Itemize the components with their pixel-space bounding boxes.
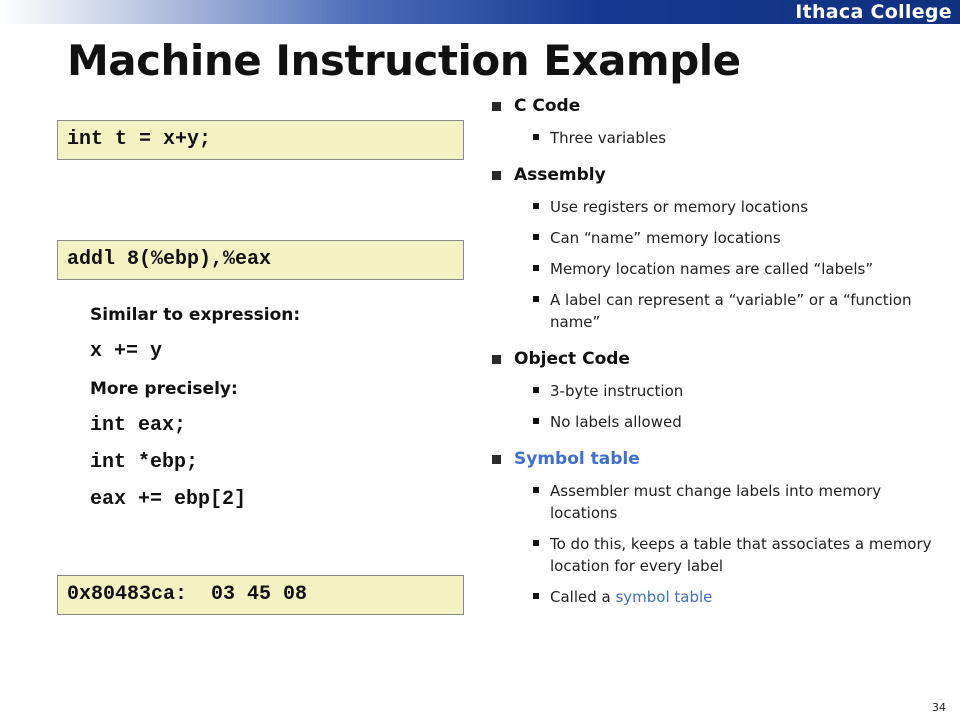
top-banner: Ithaca College (0, 0, 960, 24)
bullet-item: To do this, keeps a table that associate… (492, 533, 932, 577)
symbol-table-highlight: symbol table (615, 588, 713, 606)
precise-label: More precisely: (90, 379, 238, 399)
c-code-box: int t = x+y; (57, 120, 464, 160)
bullet-item: Assembler must change labels into memory… (492, 480, 932, 524)
square-bullet-icon (533, 387, 539, 393)
precise-code-line: int *ebp; (90, 451, 199, 474)
assembly-explanation: Similar to expression: x += y More preci… (90, 300, 450, 522)
bullet-heading: Assembly (492, 163, 932, 187)
bullet-group-symbol-table: Symbol table Assembler must change label… (492, 447, 932, 608)
bullet-heading: Symbol table (492, 447, 932, 471)
object-code-box: 0x80483ca: 03 45 08 (57, 575, 464, 615)
bullet-group-assembly: Assembly Use registers or memory locatio… (492, 163, 932, 333)
square-bullet-icon (533, 296, 539, 302)
bullet-group-object-code: Object Code 3-byte instruction No labels… (492, 347, 932, 433)
assembly-code-box: addl 8(%ebp),%eax (57, 240, 464, 280)
bullet-item: Three variables (492, 127, 932, 149)
square-bullet-icon (533, 418, 539, 424)
bullet-heading: Object Code (492, 347, 932, 371)
square-bullet-icon (533, 203, 539, 209)
square-bullet-icon (492, 102, 501, 111)
square-bullet-icon (533, 540, 539, 546)
square-bullet-icon (492, 355, 501, 364)
square-bullet-icon (492, 171, 501, 180)
page-number: 34 (932, 701, 946, 714)
bullet-item: A label can represent a “variable” or a … (492, 289, 932, 333)
bullet-list: C Code Three variables Assembly Use regi… (492, 94, 932, 622)
square-bullet-icon (533, 234, 539, 240)
bullet-item: Can “name” memory locations (492, 227, 932, 249)
bullet-item: Memory location names are called “labels… (492, 258, 932, 280)
bullet-item: No labels allowed (492, 411, 932, 433)
square-bullet-icon (533, 134, 539, 140)
square-bullet-icon (533, 593, 539, 599)
similar-code: x += y (90, 340, 163, 363)
square-bullet-icon (492, 455, 501, 464)
square-bullet-icon (533, 487, 539, 493)
similar-label: Similar to expression: (90, 305, 301, 325)
slide-title: Machine Instruction Example (67, 36, 741, 85)
precise-code-line: eax += ebp[2] (90, 488, 247, 511)
bullet-group-c-code: C Code Three variables (492, 94, 932, 149)
bullet-item: Use registers or memory locations (492, 196, 932, 218)
ithaca-college-logo: Ithaca College (795, 1, 952, 23)
bullet-heading: C Code (492, 94, 932, 118)
bullet-item: 3-byte instruction (492, 380, 932, 402)
bullet-item: Called a symbol table (492, 586, 932, 608)
precise-code-line: int eax; (90, 414, 187, 437)
square-bullet-icon (533, 265, 539, 271)
